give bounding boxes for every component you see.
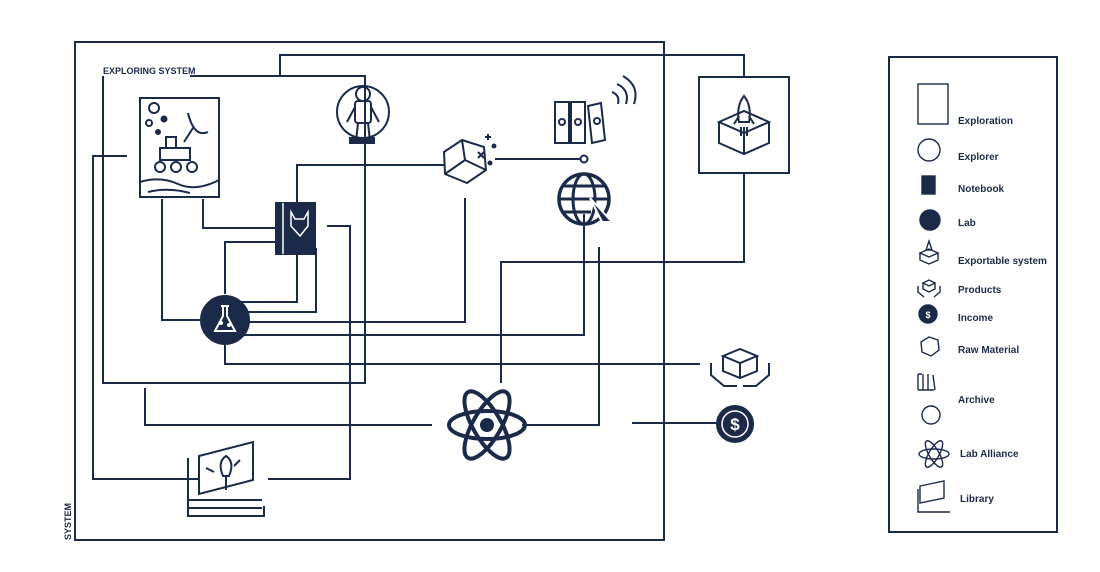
legend-globe-icon — [921, 405, 941, 425]
legend-frame — [888, 56, 1058, 533]
legend-label-raw-material: Raw Material — [958, 345, 1019, 356]
legend-raw-material-icon — [920, 336, 940, 357]
legend-archive-icon — [917, 373, 936, 391]
legend-income-icon — [918, 304, 938, 324]
legend-exploration-icon — [917, 83, 949, 125]
legend-labels: Exploration Explorer Notebook Lab Export… — [958, 116, 1047, 505]
connector-lines — [92, 54, 745, 480]
legend-products-icon — [917, 279, 941, 298]
legend-explorer-icon — [917, 138, 941, 162]
legend-notebook-icon — [921, 175, 936, 195]
exportable-system-box — [698, 76, 790, 174]
system-label: SYSTEM — [63, 503, 73, 540]
legend-label-income: Income — [958, 313, 993, 324]
moon-exploration-icon — [139, 97, 220, 198]
lab-flask-icon — [200, 295, 250, 345]
rock-icon — [442, 134, 497, 185]
legend-income-dollar: $ — [925, 310, 930, 320]
legend-label-products: Products — [958, 285, 1002, 296]
legend-label-lab-alliance: Lab Alliance — [960, 449, 1019, 460]
archive-binders-icon — [554, 75, 637, 145]
legend — [917, 83, 950, 513]
legend-library-icon — [917, 480, 950, 513]
atom-icon — [447, 389, 527, 461]
exploring-system-label: EXPLORING SYSTEM — [103, 66, 196, 76]
legend-exportable-icon — [918, 238, 940, 265]
legend-label-notebook: Notebook — [958, 184, 1005, 195]
notebook-icon — [275, 202, 316, 255]
legend-label-explorer: Explorer — [958, 152, 999, 163]
legend-label-lab: Lab — [958, 218, 976, 229]
legend-label-archive: Archive — [958, 395, 995, 406]
legend-label-exploration: Exploration — [958, 116, 1013, 127]
system-frame — [74, 41, 665, 541]
library-book-icon — [187, 440, 265, 517]
dollar-coin-icon — [716, 405, 754, 443]
legend-lab-alliance-icon — [918, 440, 950, 468]
astronaut-icon — [336, 85, 390, 144]
dollar-sign: $ — [730, 415, 740, 434]
legend-label-exportable-system: Exportable system — [958, 256, 1047, 267]
rocket-box-icon — [716, 94, 772, 156]
legend-label-library: Library — [960, 494, 994, 505]
legend-lab-icon — [919, 209, 941, 231]
box-hands-icon — [710, 347, 770, 387]
exploring-system-frame — [102, 75, 366, 384]
connector-endpoint — [579, 154, 589, 164]
globe-cursor-icon — [557, 172, 615, 231]
